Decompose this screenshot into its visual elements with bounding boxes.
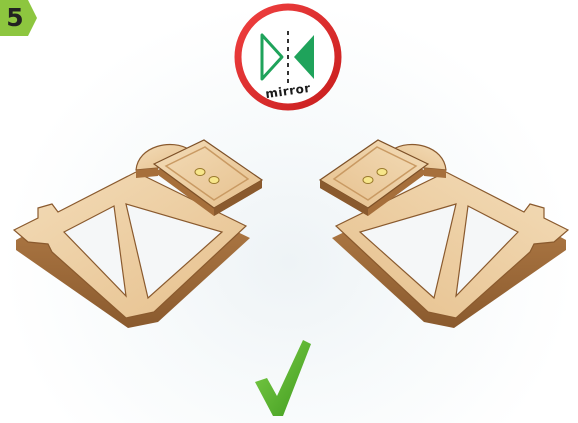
- step-number: 5: [3, 3, 27, 33]
- step-badge: 5: [0, 0, 40, 43]
- check-icon: [253, 338, 315, 423]
- mirror-icon: [232, 3, 344, 120]
- left-wooden-piece: [8, 128, 268, 333]
- right-wooden-piece: [314, 128, 574, 333]
